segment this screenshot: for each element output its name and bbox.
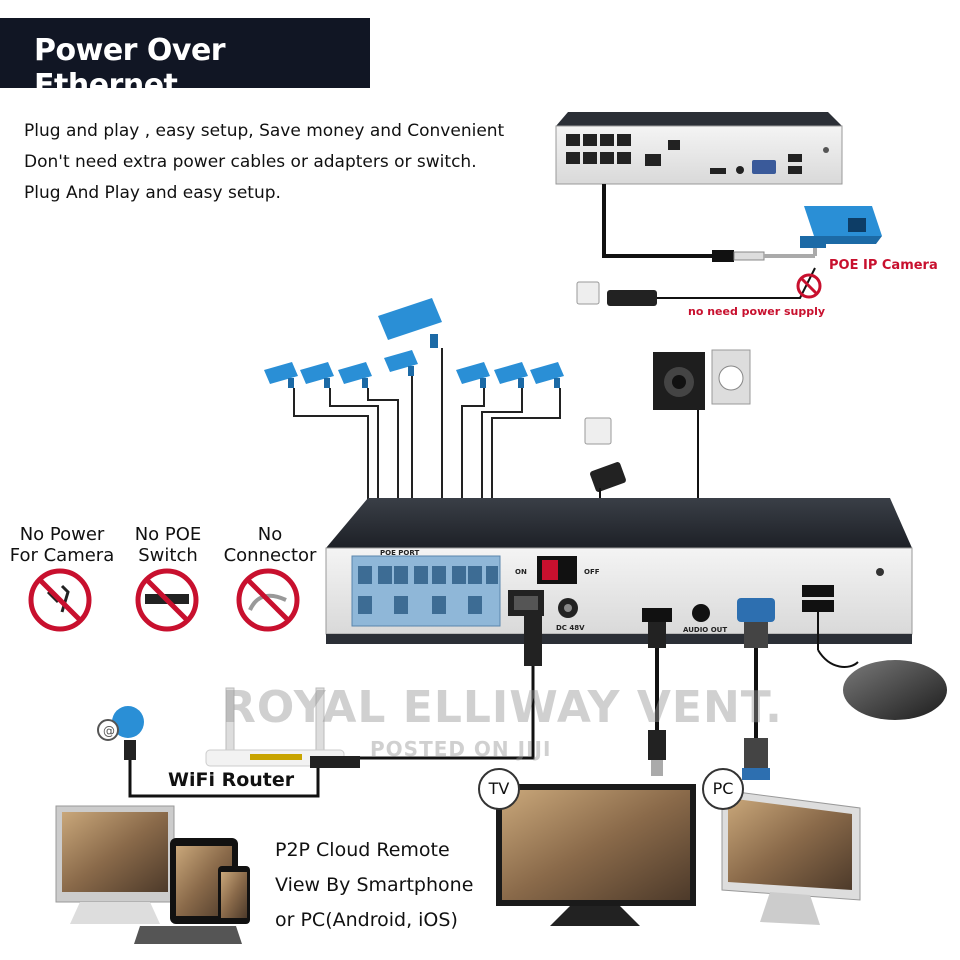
on-label: ON [515,568,527,576]
intro-line: Plug and play , easy setup, Save money a… [24,121,505,141]
camera-icon [300,362,334,388]
power-adapter-icon [590,462,626,492]
audio-out-label: AUDIO OUT [683,626,728,634]
wifi-router-icon [205,687,345,767]
camera-icon [530,362,564,388]
speakers-icon [653,349,751,410]
wall-socket-icon [576,281,600,305]
top-nvr [555,112,843,185]
smartphone-icon [218,866,250,924]
no-power-supply-label: no need power supply [688,305,826,318]
keyboard-icon [134,926,242,944]
tv-icon [496,784,696,926]
poe-port-label: POE PORT [380,549,420,557]
camera-icon [378,298,442,348]
p2p-text: P2P Cloud Remote View By Smartphone or P… [275,833,473,938]
laptop-monitor-icon [55,805,175,924]
cloud-globe-icon: @ [97,706,144,741]
camera-icon [494,362,528,388]
power-adapter-icon [607,290,657,306]
watermark-sub: POSTED ON JIJI [370,737,552,761]
camera-icon [338,362,372,388]
lan-cable [360,616,542,760]
mouse-icon [843,660,947,720]
prohibit-icon [135,568,199,632]
prohibit-icon [796,273,822,299]
ip-cameras [264,298,564,388]
prohibit-icon [236,568,300,632]
intro-text: Plug and play , easy setup, Save money a… [24,116,504,209]
main-nvr [325,498,913,644]
page-title: Power Over Ethernet [34,33,226,103]
hdmi-cable [648,622,666,776]
wifi-router-label: WiFi Router [168,769,295,791]
vga-cable [742,622,770,780]
p2p-line: or PC(Android, iOS) [275,909,458,931]
tv-bubble: TV [478,768,520,810]
svg-text:@: @ [103,724,115,738]
poe-ip-camera-icon [800,206,882,248]
camera-icon [264,362,298,388]
title-banner: Power Over Ethernet [0,18,370,103]
p2p-line: P2P Cloud Remote [275,839,450,861]
pc-monitor-icon [721,789,861,925]
intro-line: Plug And Play and easy setup. [24,183,281,203]
intro-line: Don't need extra power cables or adapter… [24,152,477,172]
p2p-line: View By Smartphone [275,874,474,896]
dc-label: DC 48V [556,624,585,632]
poe-ip-camera-label: POE IP Camera [829,258,938,273]
pc-bubble: PC [702,768,744,810]
wall-socket-icon [584,417,612,445]
prohibit-icon [28,568,92,632]
watermark: ROYAL ELLIWAY VENT. [222,682,783,733]
off-label: OFF [584,568,600,576]
camera-icon [456,362,490,388]
camera-icon [384,350,418,376]
